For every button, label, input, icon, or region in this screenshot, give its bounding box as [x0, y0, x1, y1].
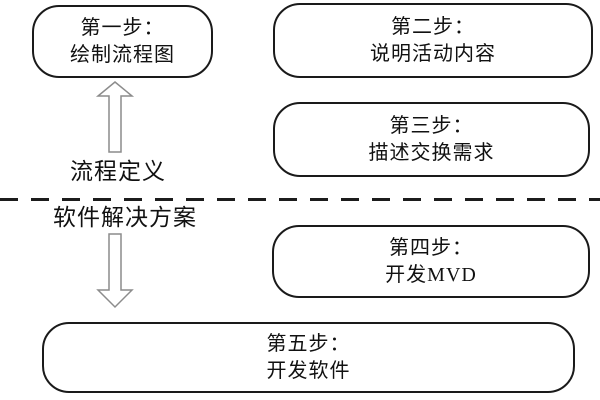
step2-desc: 说明活动内容 [370, 42, 496, 65]
step3-desc: 描述交换需求 [368, 141, 495, 164]
step3-title: 第三步： [389, 114, 474, 137]
step5-box: 第五步： 开发软件 [42, 322, 575, 393]
step5-desc: 开发软件 [266, 359, 351, 382]
step4-desc: 开发MVD [385, 263, 477, 286]
step4-box: 第四步： 开发MVD [272, 225, 590, 298]
step1-box: 第一步： 绘制流程图 [32, 5, 213, 78]
step4-title: 第四步： [389, 236, 473, 259]
process-definition-label: 流程定义 [70, 159, 166, 184]
step1-title: 第一步： [80, 16, 165, 39]
down-arrow-icon [96, 233, 134, 309]
up-arrow-icon [95, 81, 135, 153]
dashed-divider-line [0, 198, 600, 201]
step2-title: 第二步： [391, 15, 475, 38]
step5-title: 第五步： [266, 332, 351, 355]
software-solution-label: 软件解决方案 [53, 205, 197, 230]
step2-box: 第二步： 说明活动内容 [273, 3, 593, 78]
step3-box: 第三步： 描述交换需求 [273, 102, 590, 177]
step1-desc: 绘制流程图 [70, 43, 175, 66]
